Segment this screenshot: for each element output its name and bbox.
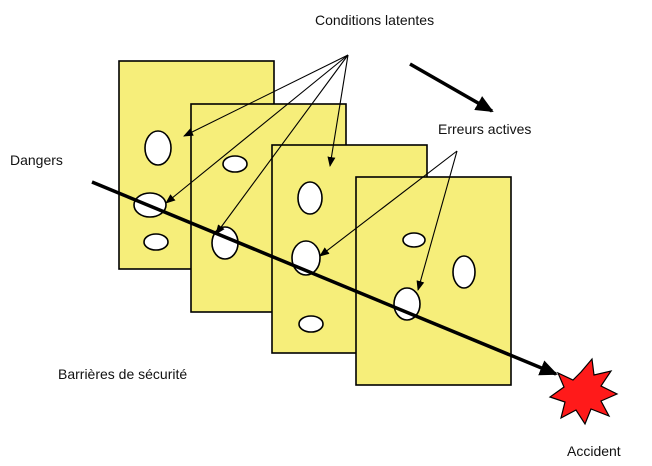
danger-trajectory xyxy=(91,180,558,376)
slice-1-hole-1 xyxy=(144,130,172,166)
label-barrieres-de-securite: Barrières de sécurité xyxy=(58,366,188,382)
slice-4-hole-3 xyxy=(393,287,421,321)
conditions-latentes-arrows xyxy=(165,54,349,235)
slice-3-hole-3 xyxy=(298,315,324,333)
barrier-slice-4 xyxy=(355,176,512,386)
accident-burst xyxy=(548,357,619,426)
label-accident: Accident xyxy=(567,443,621,459)
label-conditions-latentes: Conditions latentes xyxy=(315,12,435,28)
slice-1-hole-3 xyxy=(143,233,169,251)
slice-2-hole-1 xyxy=(222,155,248,173)
label-erreurs-actives: Erreurs actives xyxy=(438,121,532,137)
slice-4-hole-1 xyxy=(402,232,426,248)
slice-4-hole-2 xyxy=(452,255,476,289)
erreurs-actives-arrows xyxy=(319,150,458,291)
label-dangers: Dangers xyxy=(10,152,63,168)
bold-arrow xyxy=(409,62,494,113)
slice-3-hole-1 xyxy=(297,181,323,215)
